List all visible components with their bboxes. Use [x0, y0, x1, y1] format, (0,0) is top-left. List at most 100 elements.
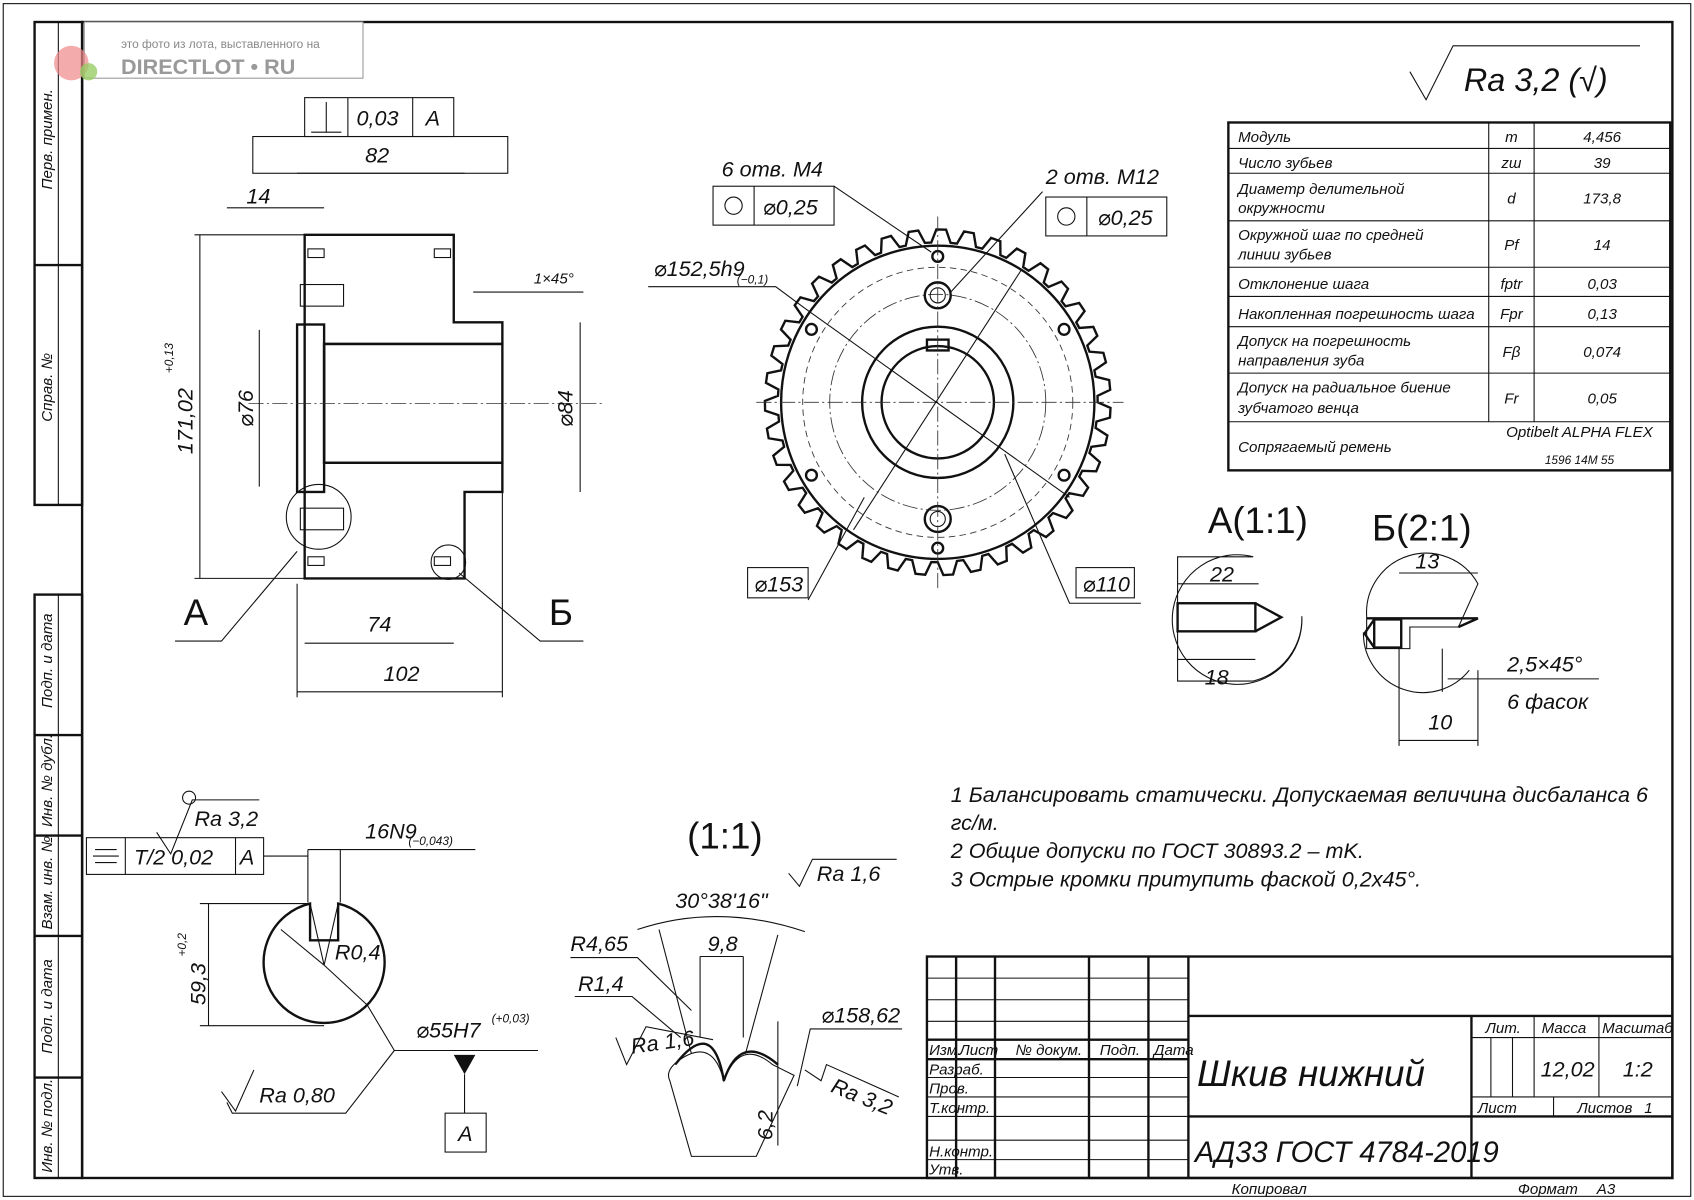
general-roughness: Ra 3,2 (√) [1409, 45, 1640, 101]
svg-text:zш: zш [1500, 155, 1522, 172]
svg-text:Лист: Лист [1477, 1100, 1517, 1117]
svg-text:Н.контр.: Н.контр. [929, 1143, 993, 1160]
svg-text:Ra 3,2 (√): Ra 3,2 (√) [1464, 62, 1608, 98]
svg-text:№ докум.: № докум. [1016, 1042, 1083, 1059]
svg-text:DIRECTLOT • RU: DIRECTLOT • RU [121, 54, 295, 79]
svg-text:Fβ: Fβ [1502, 344, 1520, 361]
position-tolerance-icon [1057, 207, 1076, 226]
svg-text:⌀76: ⌀76 [233, 389, 258, 427]
svg-text:Fr: Fr [1504, 390, 1519, 407]
side-strip: Перв. примен. Справ. № Подп. и дата Инв.… [33, 20, 84, 1180]
svg-text:1596 14M 55: 1596 14M 55 [1545, 453, 1615, 467]
svg-text:Утв.: Утв. [928, 1162, 963, 1179]
svg-text:171,02: 171,02 [172, 388, 197, 454]
param-name: направления зуба [1238, 353, 1364, 370]
note-line: 3 Острые кромки притупить фаской 0,2x45°… [951, 866, 1421, 891]
svg-text:39: 39 [1594, 155, 1611, 172]
svg-text:⌀84: ⌀84 [553, 390, 578, 427]
svg-text:59,3: 59,3 [185, 963, 210, 1005]
svg-text:Подп.: Подп. [1100, 1042, 1140, 1059]
svg-text:А: А [184, 592, 209, 633]
svg-text:173,8: 173,8 [1583, 191, 1621, 208]
svg-text:6,2: 6,2 [752, 1110, 777, 1140]
svg-text:Листов: Листов [1576, 1100, 1632, 1117]
detail-a: А(1:1) 22 18 [1171, 500, 1308, 689]
svg-text:13: 13 [1415, 549, 1439, 574]
svg-text:Формат: Формат [1518, 1181, 1578, 1198]
param-name: Накопленная погрешность шага [1238, 306, 1475, 323]
svg-text:+0,13: +0,13 [162, 343, 176, 373]
strip-label: Подп. и дата [39, 613, 56, 708]
gear-params-table: Модуль Число зубьев Диаметр делительной … [1227, 121, 1672, 472]
svg-text:16N9: 16N9 [365, 819, 417, 844]
detail-b: Б(2:1) 13 10 2,5×45° 6 фасок [1362, 508, 1599, 746]
param-name: Окружной шаг по средней [1238, 227, 1424, 244]
svg-text:T/2 0,02: T/2 0,02 [134, 845, 213, 870]
svg-text:0,03: 0,03 [357, 106, 399, 131]
svg-text:fptr: fptr [1500, 276, 1523, 293]
position-tolerance-icon [724, 196, 743, 215]
svg-text:1: 1 [1644, 1100, 1652, 1117]
svg-text:A: A [424, 106, 440, 131]
svg-text:6 отв. M4: 6 отв. M4 [722, 156, 823, 181]
material: АД33 ГОСТ 4784-2019 [1193, 1137, 1499, 1169]
part-name: Шкив нижний [1197, 1053, 1425, 1094]
svg-text:14: 14 [1594, 237, 1611, 254]
svg-text:⌀110: ⌀110 [1083, 571, 1130, 596]
param-name: Допуск на погрешность [1236, 333, 1411, 350]
svg-text:Копировал: Копировал [1232, 1181, 1308, 1198]
svg-text:Ra 0,80: Ra 0,80 [259, 1082, 335, 1107]
m4-hole [804, 322, 819, 336]
svg-text:это фото из лота, выставленног: это фото из лота, выставленного на [121, 37, 320, 51]
m4-hole [804, 468, 819, 482]
svg-text:A: A [238, 845, 254, 870]
param-name: Диаметр делительной [1236, 181, 1405, 198]
svg-text:Ra 1,6: Ra 1,6 [629, 1025, 696, 1059]
svg-text:18: 18 [1205, 664, 1229, 689]
strip-label: Справ. № [39, 353, 56, 422]
svg-text:12,02: 12,02 [1541, 1056, 1595, 1081]
svg-text:30°38'16": 30°38'16" [675, 888, 769, 913]
strip-label: Перв. примен. [39, 89, 56, 189]
svg-text:R0,4: R0,4 [335, 940, 381, 965]
svg-text:102: 102 [384, 661, 420, 686]
svg-text:Optibelt ALPHA FLEX: Optibelt ALPHA FLEX [1506, 424, 1654, 441]
svg-text:Т.контр.: Т.контр. [929, 1100, 990, 1117]
param-name: Модуль [1238, 129, 1291, 146]
svg-text:Ra 1,6: Ra 1,6 [817, 861, 882, 886]
svg-text:0,13: 0,13 [1587, 306, 1617, 323]
svg-text:⌀152,5h9: ⌀152,5h9 [654, 256, 745, 281]
svg-text:Лист: Лист [958, 1042, 998, 1059]
key-section: Ra 3,2 T/2 0,02 A 16N9 (−0,043) 59,3 +0,… [85, 790, 539, 1153]
svg-text:⌀153: ⌀153 [754, 571, 803, 596]
note-line: 1 Балансировать статически. Допускаемая … [951, 782, 1649, 807]
svg-text:R4,65: R4,65 [570, 931, 629, 956]
param-name: линии зубьев [1237, 247, 1331, 264]
technical-notes: 1 Балансировать статически. Допускаемая … [950, 782, 1649, 891]
svg-text:(+0,03): (+0,03) [492, 1011, 530, 1025]
svg-text:m: m [1505, 129, 1518, 146]
title-block: Изм. Лист № докум. Подп. Дата Разраб. Пр… [925, 955, 1674, 1198]
strip-label: Подп. и дата [39, 959, 56, 1054]
svg-text:Б: Б [549, 592, 573, 633]
param-name: окружности [1238, 200, 1325, 217]
outer-frame [2, 3, 1692, 1197]
svg-text:1:2: 1:2 [1623, 1056, 1653, 1081]
m4-hole [1057, 322, 1071, 336]
perpendicularity-icon [311, 101, 342, 133]
gear-teeth [763, 228, 1112, 577]
strip-label: Инв. № подл. [39, 1079, 56, 1173]
svg-text:Изм.: Изм. [929, 1042, 961, 1059]
svg-text:Ra 3,2: Ra 3,2 [194, 806, 258, 831]
svg-text:(−0,1): (−0,1) [737, 272, 768, 286]
svg-text:Пров.: Пров. [929, 1081, 969, 1098]
svg-text:82: 82 [365, 142, 389, 167]
svg-text:Дата: Дата [1152, 1042, 1194, 1059]
svg-text:А3: А3 [1596, 1181, 1616, 1198]
svg-text:Масштаб: Масштаб [1602, 1020, 1673, 1037]
svg-text:0,03: 0,03 [1587, 276, 1617, 293]
section-view: 0,03 A 82 14 171,02 +0,13 ⌀76 ⌀84 1×45° … [162, 97, 605, 698]
svg-text:(1:1): (1:1) [687, 815, 763, 856]
svg-text:Лит.: Лит. [1484, 1020, 1520, 1037]
